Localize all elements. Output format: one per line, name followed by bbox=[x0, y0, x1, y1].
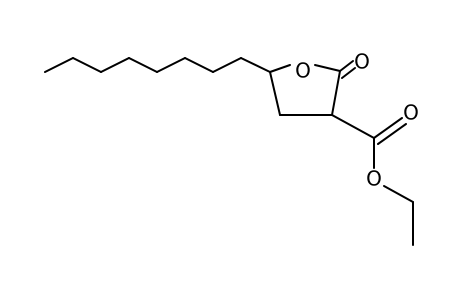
ester-bond-o-ch2 bbox=[383, 185, 414, 203]
chain-bond-7 bbox=[212, 57, 242, 73]
carbonyl-oxygen-label: O bbox=[354, 50, 370, 74]
ring-oxygen-label: O bbox=[295, 59, 311, 83]
octyl-chain bbox=[44, 57, 271, 73]
ring-bond-o-c2 bbox=[314, 64, 341, 72]
ester-bond-c3-c bbox=[331, 114, 375, 139]
ring-bond-c4-c5 bbox=[269, 71, 281, 116]
chain-bond-5 bbox=[156, 57, 186, 73]
chain-bond-2 bbox=[72, 57, 102, 73]
lactone-carbonyl bbox=[339, 60, 356, 79]
carbonyl-double-bond-b bbox=[341, 67, 356, 79]
ester-oxygen-label: O bbox=[366, 167, 382, 191]
ring-bond-c5-o bbox=[269, 64, 291, 73]
ester-carbonyl-oxygen-label: O bbox=[403, 101, 419, 125]
chain-bond-6 bbox=[184, 57, 214, 73]
chain-bond-3 bbox=[100, 57, 130, 73]
chain-bond-8 bbox=[240, 57, 271, 73]
ethyl-ester-group bbox=[331, 114, 414, 246]
carbonyl-double-bond-a bbox=[339, 60, 354, 72]
chain-bond-4 bbox=[128, 57, 158, 73]
lactone-ring bbox=[269, 64, 341, 116]
ester-carbonyl-double-bond-b bbox=[377, 123, 407, 145]
ester-carbonyl-double-bond-a bbox=[373, 117, 403, 139]
ring-bond-c2-c3 bbox=[331, 70, 341, 116]
chain-bond-1 bbox=[44, 57, 74, 73]
